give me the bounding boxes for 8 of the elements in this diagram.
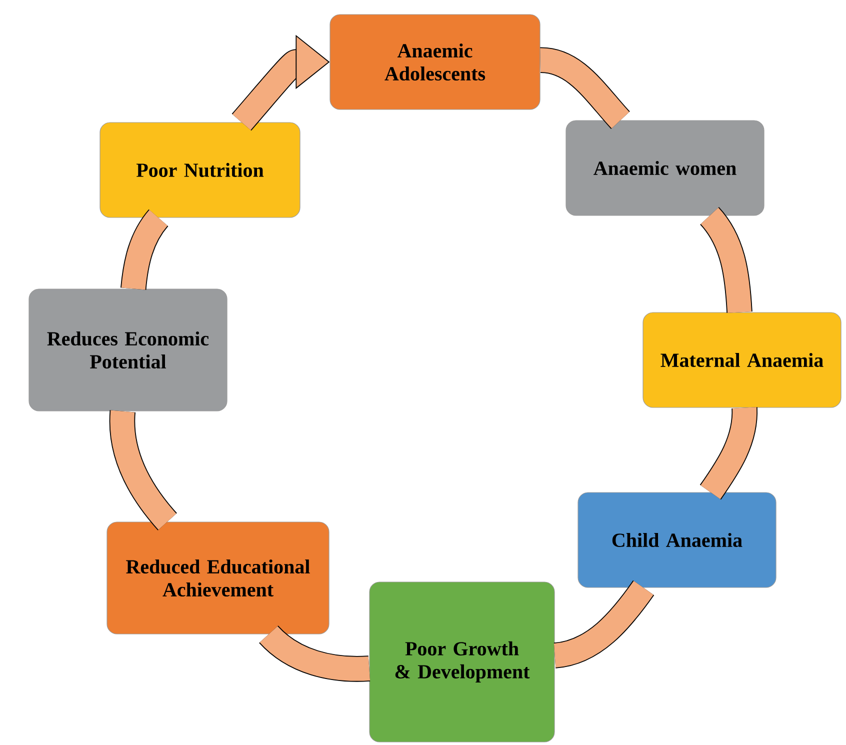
rounded-box: Poor Growth & Development — [369, 582, 555, 742]
rounded-box: Child Anaemia — [578, 492, 776, 588]
rounded-box: Maternal Anaemia — [642, 312, 842, 408]
rounded-box: Reduces Economic Potential — [28, 288, 228, 412]
rounded-box: Anaemic women — [566, 120, 764, 216]
rounded-box: Poor Nutrition — [100, 122, 300, 218]
rounded-box: Reduced Educational Achievement — [106, 522, 330, 634]
rounded-box: Anaemic Adolescents — [330, 14, 540, 110]
